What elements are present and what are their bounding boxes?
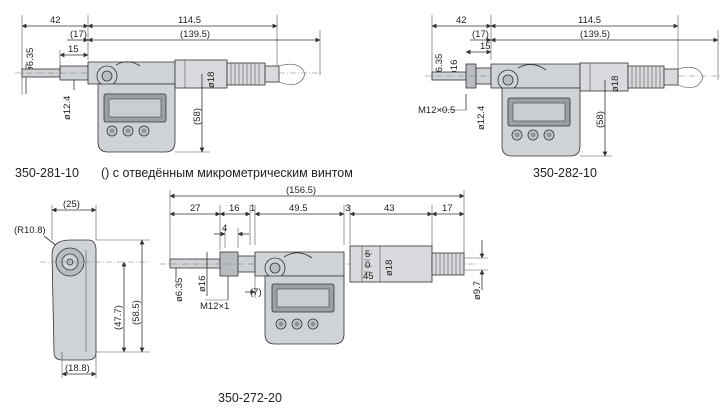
dim-27: 27 — [190, 203, 201, 214]
scale-5: 5 — [365, 249, 370, 260]
dim-139-5: (139.5) — [580, 29, 610, 40]
model-350-272-20: 350-272-20 — [218, 391, 282, 405]
dim-49-5: 49.5 — [289, 203, 308, 214]
dim-58: (58) — [595, 111, 606, 128]
scale-45: 45 — [363, 271, 374, 282]
dim-16-dia: ø16 — [197, 276, 208, 292]
dim-43: 43 — [384, 203, 395, 214]
dim-9-7: ø9.7 — [472, 281, 483, 300]
dim-18: ø18 — [610, 76, 621, 92]
dim-139-5: (139.5) — [180, 29, 210, 40]
dim-12-4: ø12.4 — [476, 106, 487, 130]
dim-6-35: ø6.35 — [174, 278, 185, 302]
dim-1: 1 — [250, 203, 255, 214]
retracted-note: () с отведённым микрометрическим винтом — [101, 166, 353, 180]
scale-0: 0 — [365, 260, 370, 271]
dim-42: 42 — [456, 15, 467, 26]
dim-r10-8: (R10.8) — [14, 225, 46, 236]
dim-15: 15 — [68, 44, 79, 55]
thread-m12x0-5: M12×0.5 — [418, 105, 455, 116]
dim-16: 16 — [229, 203, 240, 214]
side-view: (25) (R10.8) (47.7) (58.5) (18.8) — [14, 199, 150, 378]
dim-16: ø16 — [449, 60, 460, 76]
dim-156-5: (156.5) — [286, 185, 316, 196]
dim-6-35: ø6.35 — [25, 48, 36, 72]
dim-17: (17) — [70, 29, 87, 40]
dim-17: 17 — [442, 203, 453, 214]
dim-18: ø18 — [206, 72, 217, 88]
dim-58-5: (58.5) — [131, 300, 142, 325]
dim-18: ø18 — [384, 260, 395, 276]
view-350-282-10: 42 114.5 (17) (139.5) 15 ø6.35 ø16 ø18 — [418, 15, 720, 157]
thread-m12x1: M12×1 — [200, 301, 229, 312]
view-350-272-20: (156.5) 27 16 1 49.5 3 43 17 4 — [160, 185, 488, 345]
model-350-282-10: 350-282-10 — [533, 166, 597, 180]
dim-12-4: ø12.4 — [62, 96, 73, 120]
dim-15: 15 — [480, 41, 491, 52]
dim-42: 42 — [50, 15, 61, 26]
dim-4: 4 — [222, 223, 227, 234]
dim-47-7: (47.7) — [113, 305, 124, 330]
dim-18-8: (18.8) — [65, 363, 90, 374]
model-350-281-10: 350-281-10 — [15, 166, 79, 180]
dim-114-5: 114.5 — [178, 15, 201, 26]
dim-114-5: 114.5 — [578, 15, 601, 26]
dim-6-35: ø6.35 — [434, 54, 445, 78]
dim-25: (25) — [63, 199, 80, 210]
view-350-281-10: 42 114.5 (17) (139.5) 15 ø6.35 ø18 — [15, 15, 322, 153]
dim-3: 3 — [345, 203, 350, 214]
dim-17: (17) — [472, 29, 489, 40]
dim-58: (58) — [192, 108, 203, 125]
dim-7: (7) — [250, 287, 262, 298]
